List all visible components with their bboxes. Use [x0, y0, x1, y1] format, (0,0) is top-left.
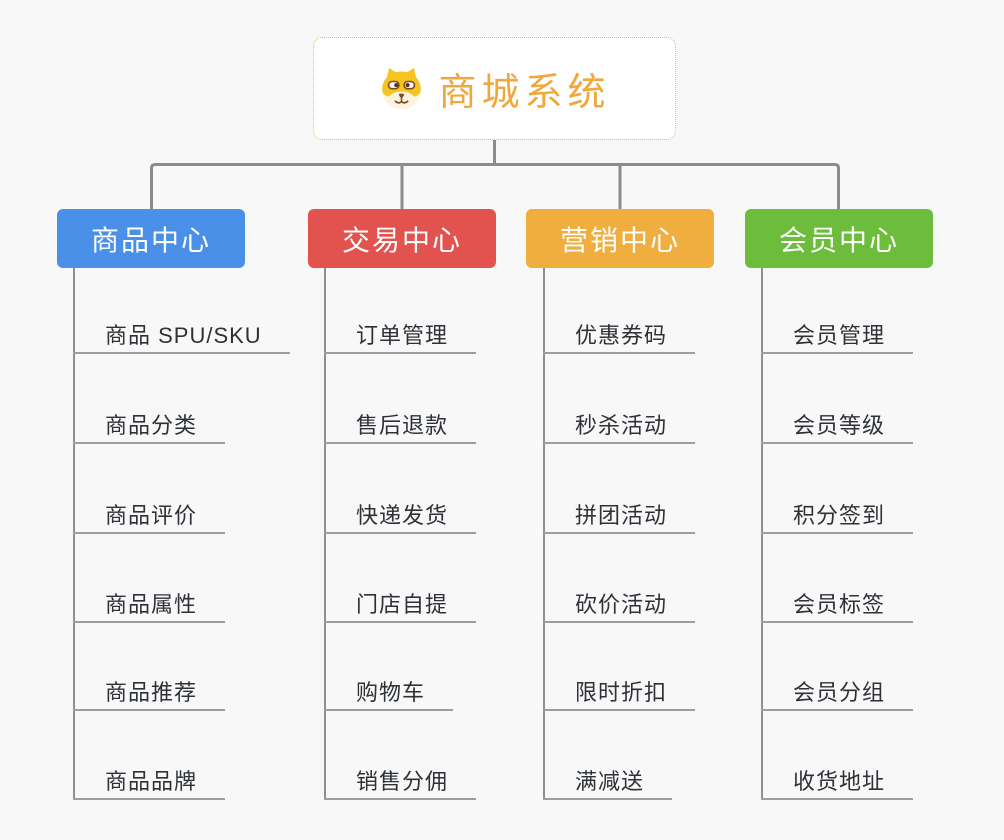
root-title: 商城系统 — [438, 72, 611, 114]
child-node-product[interactable]: 商品品牌 — [73, 765, 226, 800]
child-node-trade[interactable]: 订单管理 — [324, 319, 477, 354]
child-node-marketing[interactable]: 满减送 — [543, 765, 673, 800]
branch-rail-line — [150, 163, 840, 209]
child-node-marketing[interactable]: 优惠券码 — [543, 319, 696, 354]
child-node-product[interactable]: 商品评价 — [73, 499, 226, 534]
shiba-dog-icon — [378, 65, 425, 112]
child-node-marketing[interactable]: 秒杀活动 — [543, 409, 696, 444]
child-node-marketing[interactable]: 限时折扣 — [543, 676, 696, 711]
branch-spine — [324, 268, 326, 800]
child-node-product[interactable]: 商品属性 — [73, 588, 226, 623]
branch-node-product-center[interactable]: 商品中心 — [57, 209, 245, 268]
child-node-trade[interactable]: 售后退款 — [324, 409, 477, 444]
child-node-member[interactable]: 会员管理 — [761, 319, 914, 354]
branch-node-trade-center[interactable]: 交易中心 — [308, 209, 496, 268]
child-node-member[interactable]: 积分签到 — [761, 499, 914, 534]
child-node-product[interactable]: 商品 SPU/SKU — [73, 319, 290, 354]
child-node-product[interactable]: 商品推荐 — [73, 676, 226, 711]
branch-spine — [761, 268, 763, 800]
child-node-trade[interactable]: 销售分佣 — [324, 765, 477, 800]
child-node-trade[interactable]: 购物车 — [324, 676, 454, 711]
child-node-trade[interactable]: 门店自提 — [324, 588, 477, 623]
child-node-marketing[interactable]: 砍价活动 — [543, 588, 696, 623]
child-node-product[interactable]: 商品分类 — [73, 409, 226, 444]
child-node-member[interactable]: 会员等级 — [761, 409, 914, 444]
branch-spine — [543, 268, 545, 800]
child-node-member[interactable]: 收货地址 — [761, 765, 914, 800]
child-node-trade[interactable]: 快递发货 — [324, 499, 477, 534]
child-node-member[interactable]: 会员分组 — [761, 676, 914, 711]
root-node[interactable]: 商城系统 — [313, 37, 676, 140]
branch-node-member-center[interactable]: 会员中心 — [745, 209, 933, 268]
branch-spine — [73, 268, 75, 800]
child-node-member[interactable]: 会员标签 — [761, 588, 914, 623]
child-node-marketing[interactable]: 拼团活动 — [543, 499, 696, 534]
branch-node-marketing-center[interactable]: 营销中心 — [526, 209, 714, 268]
